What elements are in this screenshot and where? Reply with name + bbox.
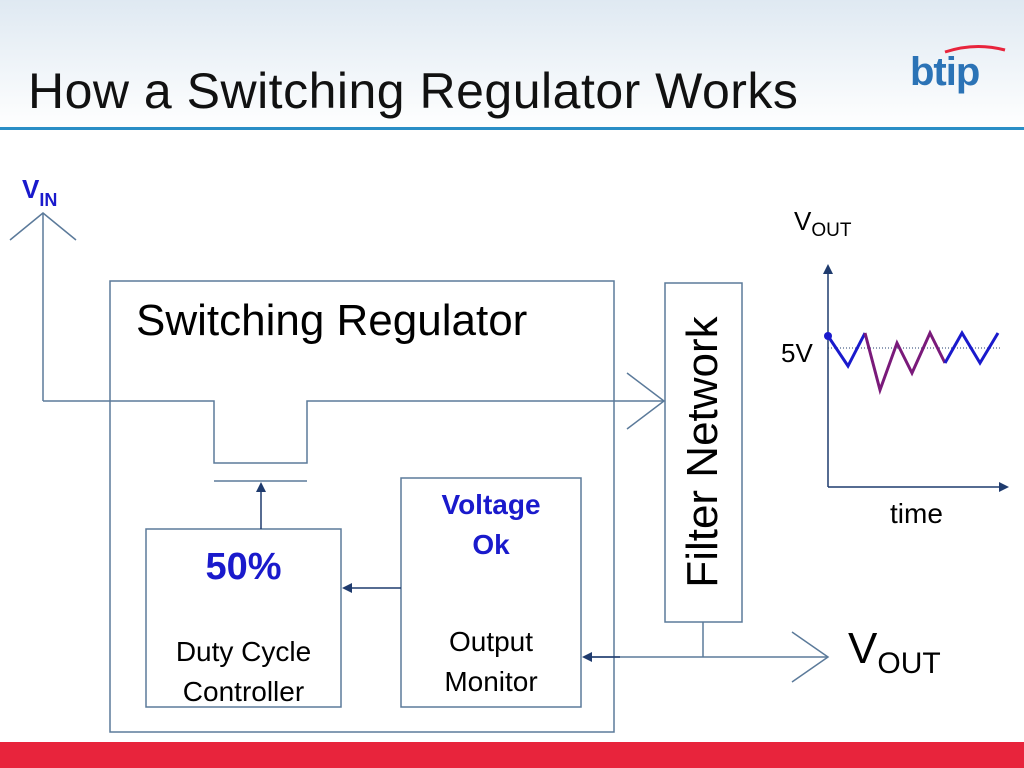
logo-swoosh-icon (944, 45, 1006, 54)
graph-waveform-end (943, 330, 1000, 366)
monitor-label-line2: Monitor (444, 666, 538, 697)
graph-y-axis-sub: OUT (811, 220, 852, 241)
voltage-status-line2: Ok (472, 529, 510, 560)
graph-x-axis-label: time (890, 498, 943, 529)
output-monitor-box (400, 477, 582, 708)
vout-label-main: V (848, 624, 878, 673)
logo-text: btip (910, 50, 980, 94)
controller-label-line1: Duty Cycle (175, 636, 312, 667)
controller-label-line2: Controller (182, 676, 305, 707)
btip-logo: btip (905, 44, 1010, 104)
graph-y-axis-label: VOUT (794, 206, 851, 241)
filter-network-label: Filter Network (678, 316, 727, 588)
graph-5v-label: 5V (781, 338, 813, 368)
monitor-label-line1: Output (448, 626, 534, 657)
vin-label: VIN (22, 174, 57, 210)
switching-regulator-label: Switching Regulator (136, 296, 528, 345)
switching-regulator-box (109, 280, 615, 733)
graph-y-axis-main: V (794, 206, 812, 236)
vin-label-main: V (22, 174, 40, 204)
voltage-status-line1: Voltage (441, 489, 541, 520)
input-to-switch-wire (43, 400, 580, 464)
duty-cycle-percent: 50% (205, 546, 282, 588)
graph-waveform-dip (863, 329, 947, 396)
title-rule (0, 127, 1024, 130)
vout-label: VOUT (848, 624, 941, 680)
slide-title: How a Switching Regulator Works (28, 63, 799, 119)
filter-input-arrow-head (626, 372, 666, 430)
vin-label-sub: IN (39, 190, 58, 210)
footer-bar (0, 742, 1024, 768)
vout-label-sub: OUT (877, 647, 941, 680)
vout-arrow-head (791, 631, 830, 683)
graph-waveform-start (826, 332, 867, 369)
duty-cycle-controller-box (145, 528, 342, 708)
